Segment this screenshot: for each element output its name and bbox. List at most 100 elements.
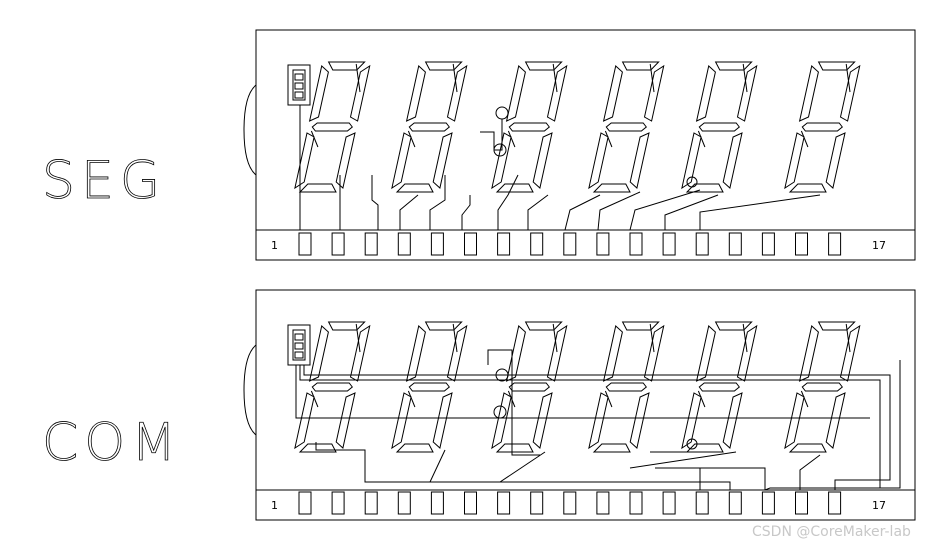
com-segment-trace	[453, 324, 457, 352]
com-pin	[796, 492, 808, 514]
seg-segment-g	[802, 123, 842, 131]
com-segment-d	[497, 444, 533, 452]
com-segment-d	[687, 444, 723, 452]
com-pin	[465, 492, 477, 514]
com-segment-trace	[553, 324, 557, 352]
seg-segment-c	[630, 133, 649, 188]
seg-lcd-body	[256, 30, 915, 260]
com-pin	[630, 492, 642, 514]
com-digit	[392, 322, 467, 452]
com-segment-g	[606, 383, 646, 391]
com-segment-b	[351, 326, 370, 381]
com-segment-c	[826, 393, 845, 448]
seg-segment-trace	[408, 131, 415, 147]
seg-pin	[696, 233, 708, 255]
seg-segment-d	[687, 184, 723, 192]
seg-segment-b	[548, 66, 567, 121]
seg-digit	[392, 62, 467, 192]
com-segment-trace	[801, 391, 808, 407]
com-segment-d	[300, 444, 336, 452]
seg-pin	[829, 233, 841, 255]
seg-pin	[365, 233, 377, 255]
seg-segment-e	[682, 133, 701, 188]
seg-segment-a	[716, 62, 752, 70]
seg-segment-d	[300, 184, 336, 192]
com-decimal-point	[687, 439, 697, 449]
com-pin	[829, 492, 841, 514]
com-pin-first: 1	[271, 499, 278, 512]
seg-segment-trace	[508, 131, 515, 147]
com-segment-f	[507, 326, 526, 381]
seg-traces	[340, 175, 820, 230]
seg-segment-trace	[846, 64, 850, 92]
seg-pin	[332, 233, 344, 255]
seg-pin	[729, 233, 741, 255]
seg-segment-a	[623, 62, 659, 70]
seg-pin	[531, 233, 543, 255]
com-battery-icon	[288, 325, 310, 365]
seg-panel: SEG 1 17	[42, 30, 915, 260]
seg-segment-g	[606, 123, 646, 131]
seg-pin	[398, 233, 410, 255]
seg-segment-b	[738, 66, 757, 121]
com-pin	[299, 492, 311, 514]
seg-segment-a	[426, 62, 462, 70]
com-pin-last: 17	[872, 499, 886, 512]
com-segment-trace	[408, 391, 415, 407]
com-pin	[398, 492, 410, 514]
seg-segment-trace	[801, 131, 808, 147]
com-segment-e	[295, 393, 314, 448]
com-digit	[785, 322, 860, 452]
seg-segment-a	[329, 62, 365, 70]
seg-segment-c	[723, 133, 742, 188]
seg-digit	[785, 62, 860, 192]
seg-battery-icon	[288, 65, 310, 230]
com-segment-b	[448, 326, 467, 381]
seg-digit	[682, 62, 757, 192]
seg-pin	[663, 233, 675, 255]
com-segment-a	[819, 322, 855, 330]
com-segment-c	[433, 393, 452, 448]
com-side-tab	[244, 345, 256, 435]
com-segment-b	[738, 326, 757, 381]
com-pin	[531, 492, 543, 514]
com-pin	[431, 492, 443, 514]
seg-segment-f	[407, 66, 426, 121]
seg-pin	[564, 233, 576, 255]
com-segment-trace	[743, 324, 747, 352]
com-pin	[762, 492, 774, 514]
seg-pin	[498, 233, 510, 255]
com-digit	[682, 322, 757, 452]
seg-segment-b	[645, 66, 664, 121]
seg-segment-trace	[311, 131, 318, 147]
seg-pin	[465, 233, 477, 255]
seg-segment-d	[594, 184, 630, 192]
seg-segment-a	[819, 62, 855, 70]
seg-segment-b	[351, 66, 370, 121]
com-segment-c	[533, 393, 552, 448]
com-digit	[589, 322, 664, 452]
seg-pin	[762, 233, 774, 255]
seg-digit	[492, 62, 567, 192]
seg-segment-trace	[453, 64, 457, 92]
com-segment-c	[336, 393, 355, 448]
seg-segment-c	[336, 133, 355, 188]
seg-segment-c	[826, 133, 845, 188]
com-segment-f	[407, 326, 426, 381]
seg-pin	[796, 233, 808, 255]
seg-pins	[299, 233, 841, 255]
seg-segment-d	[397, 184, 433, 192]
com-digits	[295, 322, 860, 452]
seg-segment-f	[800, 66, 819, 121]
com-segment-b	[645, 326, 664, 381]
com-segment-g	[312, 383, 352, 391]
com-segment-f	[604, 326, 623, 381]
com-panel: COM 1 17	[42, 290, 915, 520]
com-segment-d	[594, 444, 630, 452]
com-segment-c	[630, 393, 649, 448]
seg-segment-e	[392, 133, 411, 188]
seg-segment-e	[492, 133, 511, 188]
com-segment-a	[623, 322, 659, 330]
seg-segment-b	[448, 66, 467, 121]
